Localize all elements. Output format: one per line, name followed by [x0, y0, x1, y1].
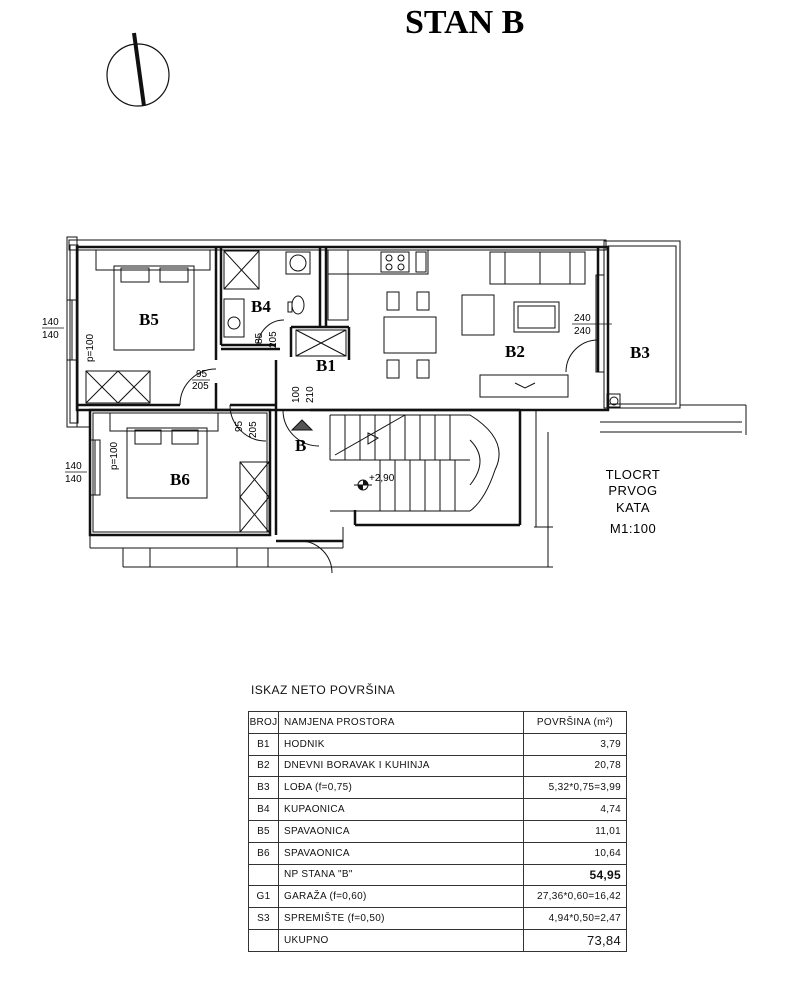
cell-povrsina: 10,64 — [523, 841, 627, 865]
dim-door-b6-a: 95 — [234, 420, 245, 432]
north-arrow-icon — [106, 32, 170, 107]
cell-povrsina: 5,32*0,75=3,99 — [523, 776, 627, 800]
header-namjena: NAMJENA PROSTORA — [278, 711, 524, 734]
table-row: B5 SPAVAONICA 11,01 — [248, 819, 627, 843]
room-label-b6: B6 — [170, 470, 190, 489]
table-row: B3 LOĐA (f=0,75) 5,32*0,75=3,99 — [248, 776, 627, 800]
level-marker: +2,90 — [354, 473, 395, 491]
cell-povrsina: 54,95 — [523, 863, 627, 887]
cell-namjena: SPREMIŠTE (f=0,50) — [278, 907, 524, 930]
header-broj: BROJ — [248, 711, 279, 734]
table-row: B2 DNEVNI BORAVAK I KUHINJA 20,78 — [248, 754, 627, 778]
dim-door-entry-b: 210 — [305, 386, 316, 403]
cell-povrsina: 4,74 — [523, 798, 627, 821]
cell-povrsina: 27,36*0,60=16,42 — [523, 885, 627, 909]
outer-walls — [66, 236, 747, 568]
cell-namjena: HODNIK — [278, 732, 524, 756]
dim-window-b5-b: 140 — [42, 330, 59, 341]
entrance-marker: B — [290, 419, 314, 455]
cell-namjena: NP STANA "B" — [278, 863, 524, 887]
cell-broj: B5 — [248, 819, 279, 843]
subtotal-row: NP STANA "B" 54,95 — [248, 863, 627, 887]
cell-broj: B1 — [248, 732, 279, 756]
total-row: UKUPNO 73,84 — [248, 928, 627, 952]
cell-broj — [248, 928, 279, 952]
bed-b6 — [109, 404, 270, 533]
window-left — [66, 299, 101, 496]
plan-title: STAN B — [405, 4, 524, 41]
dim-door-b3-a: 240 — [574, 313, 591, 324]
entry-door — [282, 409, 333, 574]
dining-table — [383, 291, 437, 379]
cell-namjena: SPAVAONICA — [278, 841, 524, 865]
cell-namjena: GARAŽA (f=0,60) — [278, 885, 524, 909]
dim-window-b6-a: 140 — [65, 461, 82, 472]
hall-wardrobe — [295, 329, 347, 357]
table-row: B4 KUPAONICA 4,74 — [248, 798, 627, 821]
svg-text:KATA: KATA — [616, 500, 650, 515]
table-row: B1 HODNIK 3,79 — [248, 732, 627, 756]
svg-text:B: B — [295, 436, 306, 455]
svg-text:PRVOG: PRVOG — [608, 483, 657, 498]
dim-door-b5-a: 95 — [196, 369, 208, 380]
dim-door-b5-b: 205 — [192, 381, 209, 392]
room-label-b5: B5 — [139, 310, 159, 329]
bathroom-fixtures — [223, 250, 311, 347]
dim-parapet-b6: p=100 — [109, 441, 120, 470]
plan-note: TLOCRT PRVOG KATA M1:100 — [606, 467, 661, 536]
cell-namjena: DNEVNI BORAVAK I KUHINJA — [278, 754, 524, 778]
svg-text:M1:100: M1:100 — [610, 521, 656, 536]
svg-text:TLOCRT: TLOCRT — [606, 467, 661, 482]
cell-broj: G1 — [248, 885, 279, 909]
cell-broj: B6 — [248, 841, 279, 865]
table-row: B6 SPAVAONICA 10,64 — [248, 841, 627, 865]
table-row: S3 SPREMIŠTE (f=0,50) 4,94*0,50=2,47 — [248, 907, 627, 930]
dim-door-b4-b: 205 — [268, 331, 279, 348]
table-row: G1 GARAŽA (f=0,60) 27,36*0,60=16,42 — [248, 885, 627, 909]
dim-door-entry-a: 100 — [291, 386, 302, 403]
area-table: BROJ NAMJENA PROSTORA POVRŠINA (m²) B1 H… — [248, 711, 627, 952]
table-caption: ISKAZ NETO POVRŠINA — [251, 683, 396, 697]
staircase — [329, 414, 500, 512]
cell-broj: B3 — [248, 776, 279, 800]
cell-povrsina: 3,79 — [523, 732, 627, 756]
cell-povrsina: 73,84 — [523, 928, 627, 952]
room-label-b1: B1 — [316, 356, 336, 375]
cell-povrsina: 4,94*0,50=2,47 — [523, 907, 627, 930]
cell-povrsina: 20,78 — [523, 754, 627, 778]
sofa — [461, 251, 586, 398]
room-label-b4: B4 — [251, 297, 271, 316]
dim-door-b3-b: 240 — [574, 326, 591, 337]
dim-door-b6-b: 205 — [248, 421, 259, 438]
interior-walls — [77, 247, 600, 543]
cell-broj: B2 — [248, 754, 279, 778]
cell-broj — [248, 863, 279, 887]
cell-broj: B4 — [248, 798, 279, 821]
room-label-b3: B3 — [630, 343, 650, 362]
floor-plan: STAN B — [42, 4, 747, 574]
cell-namjena: UKUPNO — [278, 928, 524, 952]
room-label-b2: B2 — [505, 342, 525, 361]
bed-b5 — [85, 249, 217, 406]
dim-window-b6-b: 140 — [65, 474, 82, 485]
cell-povrsina: 11,01 — [523, 819, 627, 843]
cell-namjena: KUPAONICA — [278, 798, 524, 821]
dim-door-b4-a: 85 — [254, 332, 265, 344]
svg-text:+2,90: +2,90 — [369, 473, 395, 484]
cell-namjena: LOĐA (f=0,75) — [278, 776, 524, 800]
cell-namjena: SPAVAONICA — [278, 819, 524, 843]
kitchen-counter — [327, 249, 429, 321]
door-b2 — [565, 274, 605, 373]
dim-parapet-b5: p=100 — [85, 333, 96, 362]
table-header-row: BROJ NAMJENA PROSTORA POVRŠINA (m²) — [248, 711, 627, 734]
dim-window-b5-a: 140 — [42, 317, 59, 328]
header-povrsina: POVRŠINA (m²) — [523, 711, 627, 734]
cell-broj: S3 — [248, 907, 279, 930]
